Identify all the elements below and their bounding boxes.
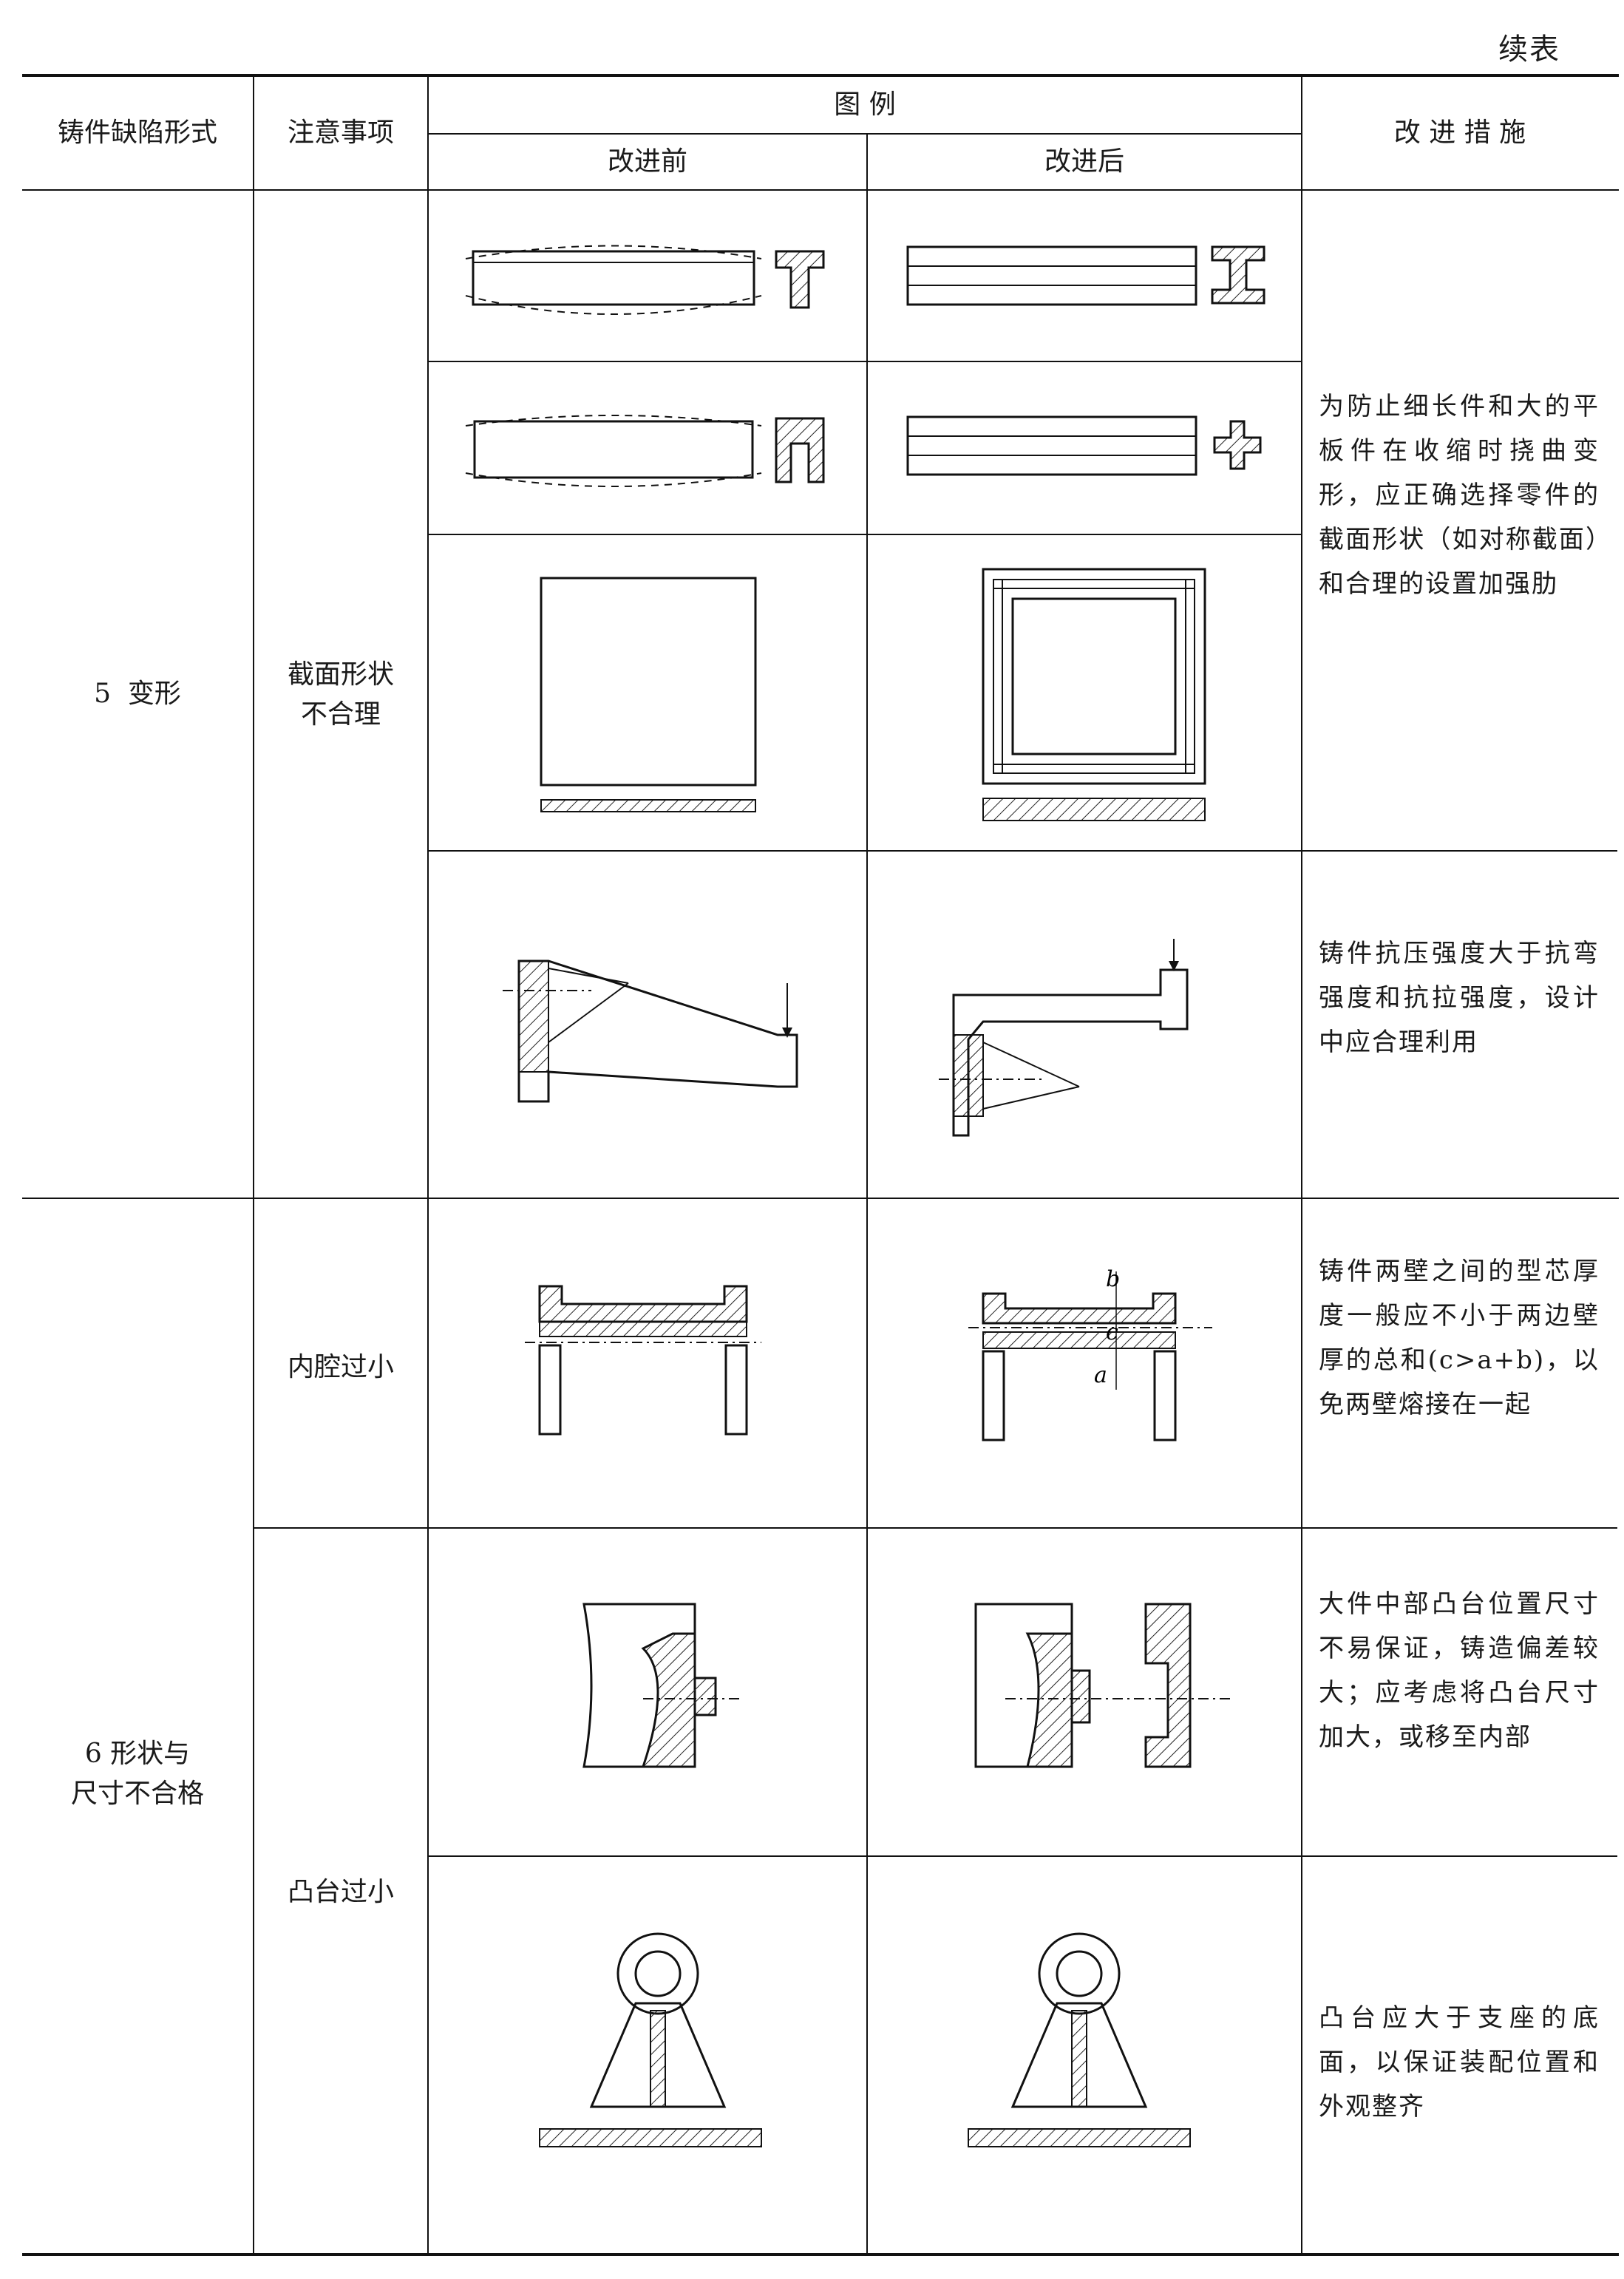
figure-bent-bar-t-section xyxy=(458,229,843,333)
table-bottom-rule xyxy=(22,2253,1619,2256)
figure-ribbed-plate xyxy=(976,562,1220,828)
divider-defect-notes xyxy=(253,75,254,2253)
row-rule-3 xyxy=(427,850,1617,852)
measure-compression-strength: 铸件抗压强度大于抗弯强度和抗拉强度，设计中应合理利用 xyxy=(1319,939,1600,1057)
header-notes: 注意事项 xyxy=(287,118,394,148)
measure-core-thickness: 铸件两壁之间的型芯厚度一般应不小于两边壁厚的总和(c>a+b)，以免两壁熔接在一… xyxy=(1319,1257,1600,1419)
measure-symmetric-section: 为防止细长件和大的平板件在收缩时挠曲变形，应正确选择零件的截面形状（如对称截面）… xyxy=(1319,392,1600,599)
defect-deformation: 5 变形 xyxy=(94,679,181,709)
row-rule-2 xyxy=(427,534,1301,535)
dimension-label-b: b xyxy=(1106,1266,1120,1292)
divider-notes-figure xyxy=(427,75,429,2253)
dimension-label-a: a xyxy=(1094,1362,1107,1388)
row-rule-1 xyxy=(427,361,1301,362)
figure-support-before xyxy=(532,1922,769,2159)
divider-figure-measure xyxy=(1301,75,1302,2253)
figure-support-after xyxy=(961,1922,1197,2159)
figure-bracket-after xyxy=(939,939,1249,1131)
figure-cavity-before xyxy=(525,1271,776,1449)
note-cavity-small: 内腔过小 xyxy=(287,1352,394,1382)
header-subrule xyxy=(427,133,1301,135)
figure-plain-plate xyxy=(532,569,769,821)
note-boss-small: 凸台过小 xyxy=(287,1877,394,1907)
header-measure: 改 进 措 施 xyxy=(1393,118,1526,148)
measure-boss-position: 大件中部凸台位置尺寸不易保证，铸造偏差较大；应考虑将凸台尺寸加大，或移至内部 xyxy=(1319,1589,1600,1752)
continued-label: 续表 xyxy=(1498,33,1560,67)
header-figure: 图 例 xyxy=(834,89,896,120)
section-divider-rule xyxy=(22,1198,1619,1199)
figure-boss-before xyxy=(569,1589,747,1796)
figure-cavity-after: b c a xyxy=(961,1266,1227,1456)
header-before: 改进前 xyxy=(607,146,687,177)
figure-bent-bar-u-section xyxy=(458,399,843,503)
defect-shape-size: 6 形状与 尺寸不合格 xyxy=(70,1739,204,1809)
header-bottom-rule xyxy=(22,189,1619,191)
note-section-shape: 截面形状 不合理 xyxy=(287,659,394,730)
table-top-rule xyxy=(22,74,1619,77)
divider-before-after xyxy=(866,133,868,2253)
header-after: 改进后 xyxy=(1044,146,1124,177)
figure-straight-bar-cross-section xyxy=(894,407,1279,488)
figure-bracket-before xyxy=(503,939,813,1124)
measure-boss-larger: 凸台应大于支座的底面，以保证装配位置和外观整齐 xyxy=(1319,2003,1600,2122)
row-rule-4 xyxy=(253,1527,1617,1529)
header-defect: 铸件缺陷形式 xyxy=(57,118,217,148)
dimension-label-c: c xyxy=(1106,1319,1118,1345)
row-rule-5 xyxy=(427,1855,1617,1857)
figure-straight-bar-i-section xyxy=(894,237,1279,318)
figure-boss-after xyxy=(961,1589,1257,1796)
